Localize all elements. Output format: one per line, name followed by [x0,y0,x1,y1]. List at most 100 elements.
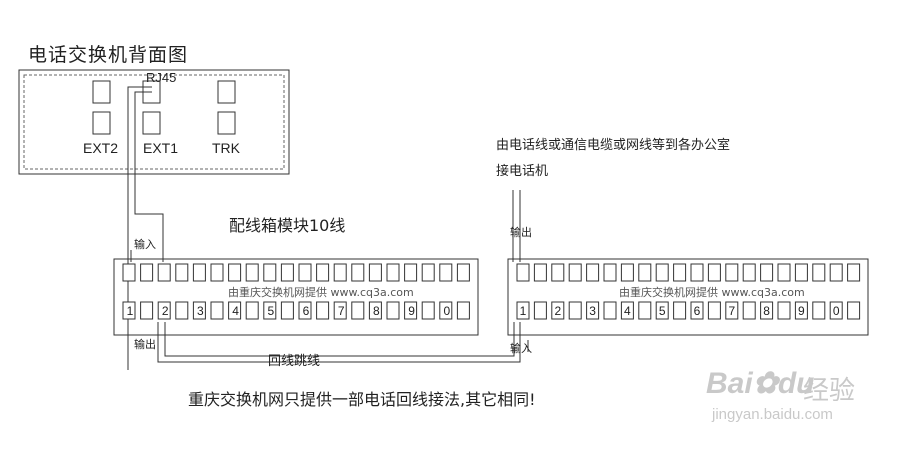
left-bottom-slot-8 [245,301,259,320]
right-module [507,258,869,336]
left-bottom-slot-17 [404,301,418,320]
left-top-slot-12 [316,263,330,282]
to-phone-note: 接电话机 [496,164,549,179]
switch-panel-title: 电话交换机背面图 [28,44,189,66]
left-output-label: 输出 [134,338,156,351]
left-top-slot-18 [421,263,435,282]
right-top-slot-4 [568,263,582,282]
left-top-slot-8 [245,263,259,282]
left-pin-4: 4 [232,304,239,318]
left-bottom-slot-19 [439,301,453,320]
baidu-logo: Bai✿du [706,366,814,401]
left-bottom-slot-7 [228,301,242,320]
right-top-slot-8 [638,263,652,282]
left-bottom-slot-20 [456,301,470,320]
right-input-label: 输入 [510,342,532,355]
right-pin-1: 1 [519,304,527,318]
left-bottom-slot-1 [122,301,136,320]
left-top-slot-15 [368,263,382,282]
left-bottom-slot-18 [421,301,435,320]
wire-ext1-b [134,91,164,262]
left-pin-5: 5 [267,304,275,318]
wiring-box-title: 配线箱模块10线 [229,216,346,235]
right-top-slot-20 [847,263,861,282]
left-top-slot-2 [140,263,154,282]
right-module-watermark: 由重庆交换机网提供 www.cq3a.com [619,286,805,299]
switch-panel-outer [18,69,290,175]
right-top-slot-15 [760,263,774,282]
baidu-url: jingyan.baidu.com [712,406,833,423]
left-bottom-slot-3 [157,301,171,320]
left-bottom-slot-5 [192,301,206,320]
right-bottom-slot-11 [690,301,704,320]
left-top-slot-20 [456,263,470,282]
left-top-slot-17 [404,263,418,282]
right-top-slot-12 [707,263,721,282]
right-bottom-slot-13 [725,301,739,320]
baidu-brand: Bai [706,367,753,400]
right-pin-2: 2 [554,304,562,318]
right-pin-0: 0 [832,304,840,318]
right-top-slot-6 [603,263,617,282]
right-bottom-slot-17 [794,301,808,320]
left-bottom-slot-9 [263,301,277,320]
paw-icon: ✿ [752,367,778,400]
footer-note: 重庆交换机网只提供一部电话回线接法,其它相同! [188,390,536,409]
right-bottom-slot-14 [742,301,756,320]
right-pin-4: 4 [624,304,631,318]
left-bottom-slot-2 [140,301,154,320]
right-bottom-slot-20 [847,301,861,320]
left-bottom-slot-15 [368,301,382,320]
right-bottom-slot-2 [533,301,547,320]
left-bottom-slot-16 [386,301,400,320]
right-bottom-slot-15 [760,301,774,320]
right-bottom-slot-12 [707,301,721,320]
right-top-slot-18 [812,263,826,282]
right-top-slot-2 [533,263,547,282]
port-label-ext1: EXT1 [143,140,179,156]
right-bottom-slot-4 [568,301,582,320]
baidu-jingyan: 经验 [803,375,856,405]
left-bottom-slot-10 [280,301,294,320]
right-pin-8: 8 [763,304,770,318]
right-bottom-slot-8 [638,301,652,320]
left-top-slot-3 [157,263,171,282]
baidu-brand-du: du [777,367,815,400]
right-bottom-slot-16 [777,301,791,320]
port-label-trk: TRK [212,140,240,156]
switch-panel-inner [23,74,285,170]
right-top-slot-13 [725,263,739,282]
left-top-slot-4 [175,263,189,282]
left-top-slot-19 [439,263,453,282]
left-pin-7: 7 [337,304,345,318]
left-pin-9: 9 [408,304,415,318]
left-bottom-slot-6 [210,301,224,320]
left-bottom-slot-14 [351,301,365,320]
left-top-slot-1 [122,263,136,282]
left-pin-1: 1 [126,304,134,318]
right-bottom-slot-9 [655,301,669,320]
right-bottom-slot-7 [620,301,634,320]
port-label-ext2: EXT2 [83,140,119,156]
right-top-slot-11 [690,263,704,282]
left-top-slot-16 [386,263,400,282]
left-top-slot-6 [210,263,224,282]
left-bottom-slot-4 [175,301,189,320]
left-top-slot-10 [280,263,294,282]
right-bottom-slot-3 [551,301,565,320]
left-pin-2: 2 [161,304,169,318]
left-module-watermark: 由重庆交换机网提供 www.cq3a.com [228,286,414,299]
left-pin-8: 8 [373,304,380,318]
right-top-slot-5 [586,263,600,282]
left-top-slot-9 [263,263,277,282]
right-top-slot-19 [829,263,843,282]
left-top-slot-11 [298,263,312,282]
left-top-slot-14 [351,263,365,282]
left-pin-6: 6 [302,304,310,318]
right-bottom-slot-18 [812,301,826,320]
left-module [113,258,479,336]
right-bottom-slot-10 [673,301,687,320]
right-top-slot-1 [516,263,530,282]
left-bottom-slot-12 [316,301,330,320]
